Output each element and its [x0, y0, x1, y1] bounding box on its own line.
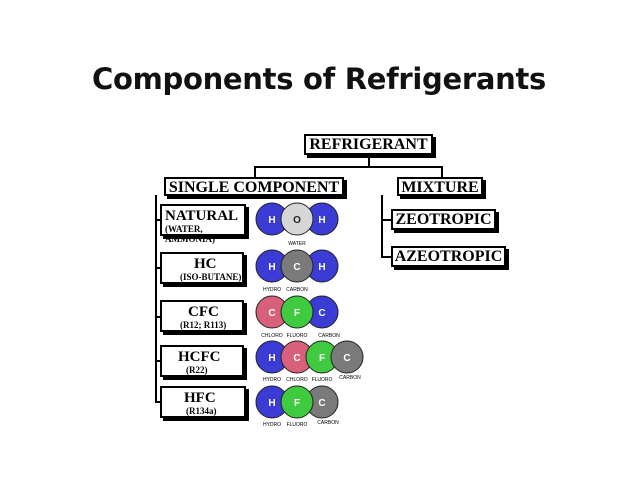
- category-examples: (ISO-BUTANE): [180, 272, 242, 282]
- connector-line: [381, 195, 383, 257]
- molecule-hc: H C H HYDRO CARBON: [255, 249, 339, 293]
- page-title: Components of Refrigerants: [91, 62, 547, 96]
- connector-line: [381, 219, 391, 221]
- atom-circle: [330, 340, 364, 374]
- atom-circle: [280, 295, 314, 329]
- atom-label: HYDRO: [263, 422, 281, 428]
- atom-symbol: H: [318, 262, 325, 273]
- atom-symbol: C: [293, 262, 300, 273]
- atom-label: CARBON: [317, 420, 339, 426]
- mixture-box: MIXTURE: [397, 177, 483, 196]
- atom-symbol: O: [293, 215, 301, 226]
- connector-line: [381, 256, 391, 258]
- category-name: HCFC: [178, 349, 221, 365]
- connector-line: [441, 166, 443, 178]
- zeotropic-box: ZEOTROPIC: [391, 209, 496, 230]
- category-examples: (R134a): [186, 406, 217, 416]
- atom-symbol: F: [319, 353, 325, 364]
- connector-line: [155, 401, 160, 403]
- atom-label: CARBON: [318, 333, 340, 339]
- atom-symbol: H: [268, 215, 275, 226]
- category-box-cfc: CFC (R12; R113): [160, 300, 244, 332]
- connector-line: [155, 267, 160, 269]
- connector-line: [368, 155, 370, 167]
- molecule-hfc: H F C HYDRO FLUORO CARBON: [255, 385, 339, 428]
- category-name: HC: [194, 256, 217, 272]
- molecule-water: H O H WATER: [255, 202, 339, 247]
- atom-symbol: F: [294, 308, 300, 319]
- category-name: NATURAL: [165, 208, 239, 224]
- atom-label: CARBON: [286, 287, 308, 293]
- atom-label: CHLORO: [286, 377, 308, 383]
- connector-line: [254, 166, 256, 178]
- atom-circle: [280, 202, 314, 236]
- connector-line: [155, 219, 160, 221]
- category-examples: (R22): [186, 365, 208, 375]
- connector-line: [254, 166, 442, 168]
- category-examples: (R12; R113): [180, 320, 227, 330]
- atom-label: WATER: [288, 241, 306, 247]
- atom-label: FLUORO: [287, 422, 308, 428]
- category-box-natural: NATURAL (WATER, AMMONIA): [160, 204, 246, 244]
- atom-symbol: C: [318, 398, 325, 409]
- atom-label: CHLORO: [261, 333, 283, 339]
- connector-line: [155, 360, 160, 362]
- atom-symbol: H: [268, 398, 275, 409]
- atom-symbol: C: [318, 308, 325, 319]
- atom-symbol: H: [268, 262, 275, 273]
- atom-circle: [280, 385, 314, 419]
- atom-label: HYDRO: [263, 287, 281, 293]
- atom-label: CARBON: [339, 375, 361, 381]
- refrigerant-box: REFRIGERANT: [304, 134, 433, 155]
- atom-symbol: C: [343, 353, 350, 364]
- atom-circle: [280, 249, 314, 283]
- atom-symbol: C: [293, 353, 300, 364]
- azeotropic-box: AZEOTROPIC: [391, 246, 506, 267]
- single-component-box: SINGLE COMPONENT: [164, 177, 344, 196]
- connector-line: [155, 195, 157, 402]
- atom-symbol: C: [268, 308, 275, 319]
- atom-label: FLUORO: [312, 377, 333, 383]
- category-examples: (WATER, AMMONIA): [165, 224, 215, 244]
- atom-symbol: H: [268, 353, 275, 364]
- atom-label: FLUORO: [287, 333, 308, 339]
- atom-symbol: F: [294, 398, 300, 409]
- category-box-hcfc: HCFC (R22): [160, 345, 244, 377]
- atom-label: HYDRO: [263, 377, 281, 383]
- category-box-hc: HC (ISO-BUTANE): [160, 252, 244, 284]
- molecule-cfc: C F C CHLORO FLUORO CARBON: [255, 295, 340, 339]
- connector-line: [155, 316, 160, 318]
- category-box-hfc: HFC (R134a): [160, 386, 246, 418]
- category-name: CFC: [188, 304, 219, 320]
- atom-symbol: H: [318, 215, 325, 226]
- molecule-hcfc: H C F C HYDRO CHLORO FLUORO CARBON: [255, 340, 364, 383]
- category-name: HFC: [184, 390, 216, 406]
